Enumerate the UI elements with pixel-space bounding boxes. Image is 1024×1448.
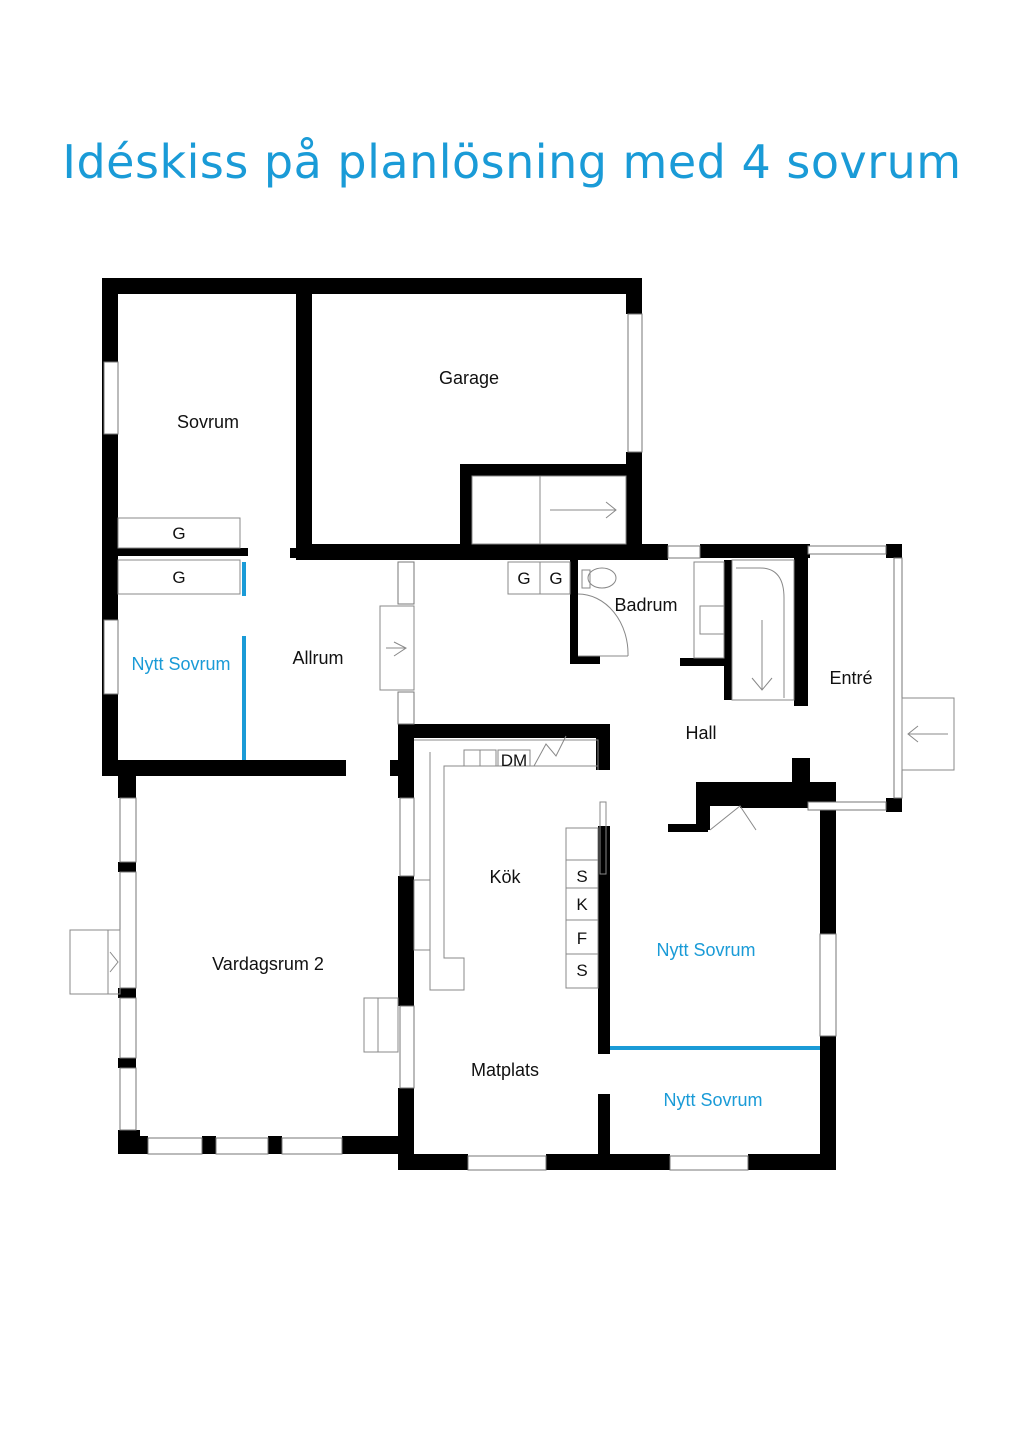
- room-label-matplats: Matplats: [471, 1060, 539, 1080]
- fixtures-outline: [69, 475, 955, 1053]
- closet-label: G: [549, 569, 562, 588]
- cabinet-label: S: [576, 961, 587, 980]
- closet-label: G: [517, 569, 530, 588]
- closet-label: G: [172, 568, 185, 587]
- closet-label: G: [172, 524, 185, 543]
- windows: [103, 313, 903, 1171]
- room-label-nytt-sovrum-3: Nytt Sovrum: [663, 1090, 762, 1110]
- room-label-allrum: Allrum: [292, 648, 343, 668]
- room-label-entre: Entré: [829, 668, 872, 688]
- cabinet-label: K: [576, 895, 588, 914]
- cabinet-label: F: [577, 929, 587, 948]
- room-label-nytt-sovrum-1: Nytt Sovrum: [131, 654, 230, 674]
- room-label-kok: Kök: [489, 867, 521, 887]
- new-walls: [242, 562, 820, 1050]
- page-title: Idéskiss på planlösning med 4 sovrum: [62, 135, 962, 189]
- room-label-badrum: Badrum: [614, 595, 677, 615]
- room-label-nytt-sovrum-2: Nytt Sovrum: [656, 940, 755, 960]
- room-label-garage: Garage: [439, 368, 499, 388]
- room-label-sovrum: Sovrum: [177, 412, 239, 432]
- dishwasher-label: DM: [501, 751, 527, 770]
- cabinet-label: S: [576, 867, 587, 886]
- room-label-vardagsrum: Vardagsrum 2: [212, 954, 324, 974]
- room-label-hall: Hall: [685, 723, 716, 743]
